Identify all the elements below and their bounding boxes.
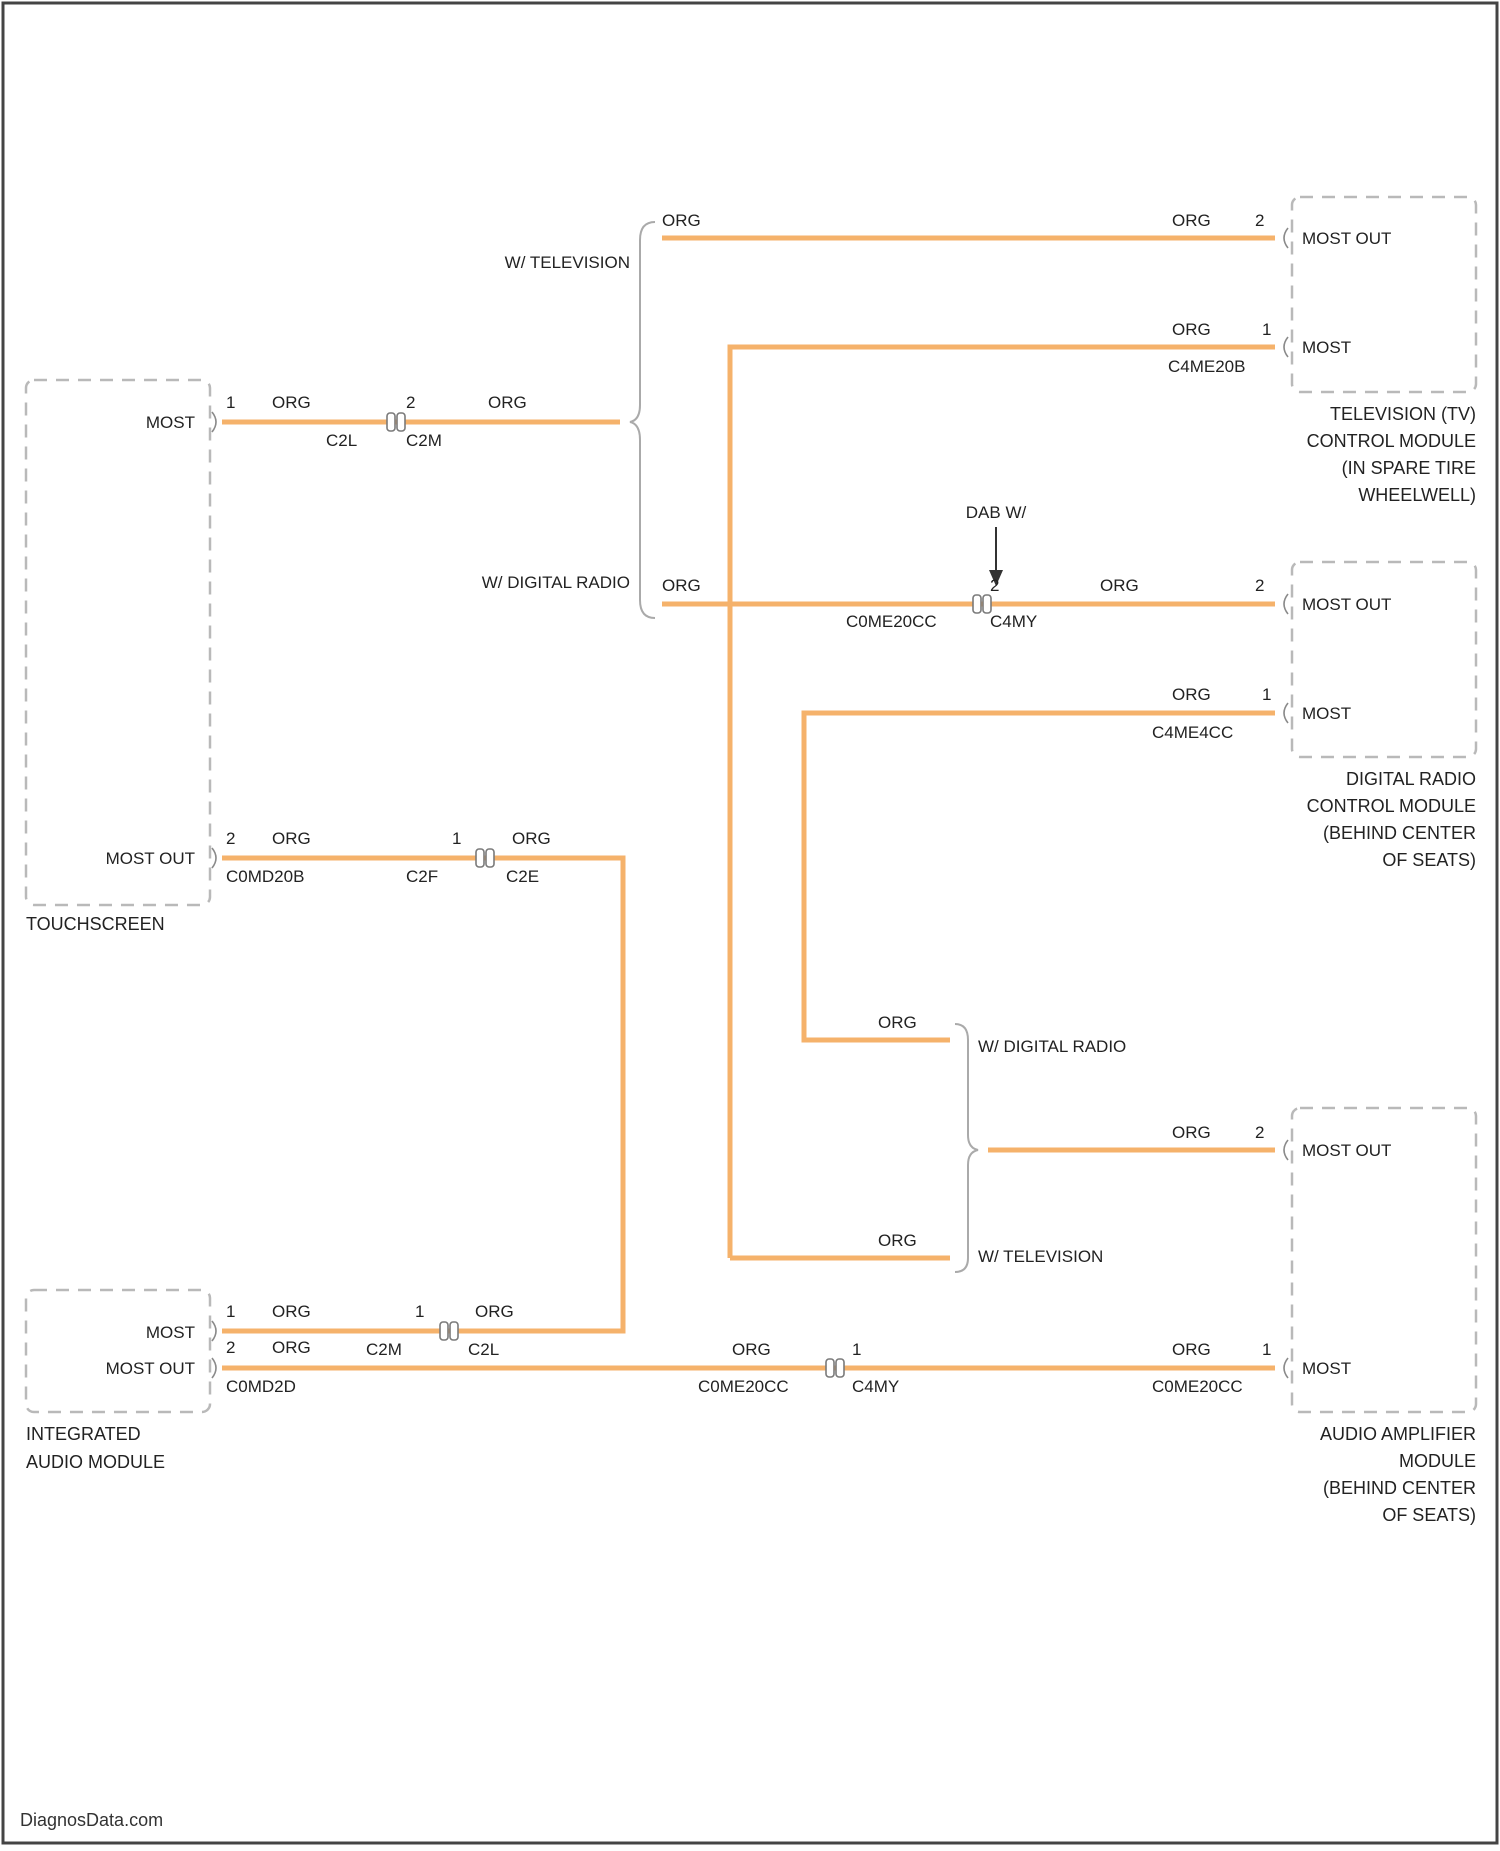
amp-name-line2: MODULE [1399, 1451, 1476, 1471]
wire-color-label: ORG [272, 1338, 311, 1357]
pin-number: 1 [226, 1302, 235, 1321]
connector-id: C4MY [852, 1377, 899, 1396]
wire-color-label: ORG [475, 1302, 514, 1321]
tv-name-line4: WHEELWELL) [1358, 485, 1476, 505]
wire-color-label: ORG [662, 211, 701, 230]
dab-name-line2: CONTROL MODULE [1307, 796, 1476, 816]
connector-id: C2F [406, 867, 438, 886]
connector-id: C2L [326, 431, 357, 450]
pin-number: 2 [406, 393, 415, 412]
dab-annotation: DAB W/ [966, 503, 1027, 522]
wire-color-label: ORG [512, 829, 551, 848]
pin-number: 2 [1255, 576, 1264, 595]
connector-id: C0ME20CC [846, 612, 937, 631]
wire-color-label: ORG [732, 1340, 771, 1359]
pin-number: 2 [1255, 211, 1264, 230]
connector-id: C2L [468, 1340, 499, 1359]
pin-number: 1 [415, 1302, 424, 1321]
pin-number: 1 [1262, 685, 1271, 704]
dab-name-line1: DIGITAL RADIO [1346, 769, 1476, 789]
connector-id: C4MY [990, 612, 1037, 631]
touchscreen-name: TOUCHSCREEN [26, 914, 165, 934]
dab-name-line4: OF SEATS) [1382, 850, 1476, 870]
pin-number: 2 [1255, 1123, 1264, 1142]
amp-name-line3: (BEHIND CENTER [1323, 1478, 1476, 1498]
wire-color-label: ORG [272, 393, 311, 412]
pin-number: 2 [226, 1338, 235, 1357]
tv-name-line3: (IN SPARE TIRE [1342, 458, 1476, 478]
tv-name-line2: CONTROL MODULE [1307, 431, 1476, 451]
wire-color-label: ORG [272, 829, 311, 848]
wires [222, 238, 1275, 1368]
wire-color-label: ORG [272, 1302, 311, 1321]
wire-dab-most[interactable] [804, 713, 1275, 1040]
wire-color-label: ORG [1172, 1123, 1211, 1142]
amp-pin-most-out: MOST OUT [1302, 1141, 1391, 1160]
connector-id: C2M [366, 1340, 402, 1359]
connector-id: C4ME4CC [1152, 723, 1233, 742]
amp-name-line4: OF SEATS) [1382, 1505, 1476, 1525]
wire-color-label: ORG [1172, 1340, 1211, 1359]
amp-pin-most: MOST [1302, 1359, 1351, 1378]
pin-number: 2 [990, 576, 999, 595]
wire-color-label: ORG [488, 393, 527, 412]
tv-name-line1: TELEVISION (TV) [1330, 404, 1476, 424]
upper-option-brace [630, 222, 655, 618]
wire-color-label: ORG [662, 576, 701, 595]
touchscreen-pin-most-out: MOST OUT [106, 849, 195, 868]
iam-name-line1: INTEGRATED [26, 1424, 141, 1444]
connector-id: C0MD2D [226, 1377, 296, 1396]
tv-pin-most-out: MOST OUT [1302, 229, 1391, 248]
tv-control-module-box[interactable] [1292, 197, 1476, 392]
wire-color-label: ORG [878, 1013, 917, 1032]
branch-upper-tv: W/ TELEVISION [505, 253, 630, 272]
pin-terminals [212, 228, 1288, 1378]
digital-radio-control-module-box[interactable] [1292, 562, 1476, 757]
iam-pin-most-out: MOST OUT [106, 1359, 195, 1378]
touchscreen-box[interactable] [26, 380, 210, 905]
dab-name-line3: (BEHIND CENTER [1323, 823, 1476, 843]
connector-id: C0ME20CC [1152, 1377, 1243, 1396]
pin-number: 1 [1262, 320, 1271, 339]
wire-touchscreen-most-out[interactable] [222, 858, 623, 1331]
connector-id: C2E [506, 867, 539, 886]
pin-number: 1 [226, 393, 235, 412]
branch-lower-tv: W/ TELEVISION [978, 1247, 1103, 1266]
wire-color-label: ORG [1100, 576, 1139, 595]
page-border [3, 3, 1497, 1843]
pin-number: 1 [852, 1340, 861, 1359]
wire-color-label: ORG [878, 1231, 917, 1250]
iam-pin-most: MOST [146, 1323, 195, 1342]
dab-pin-most: MOST [1302, 704, 1351, 723]
lower-option-brace [955, 1024, 978, 1272]
amp-name-line1: AUDIO AMPLIFIER [1320, 1424, 1476, 1444]
pin-number: 2 [226, 829, 235, 848]
tv-pin-most: MOST [1302, 338, 1351, 357]
connector-id: C4ME20B [1168, 357, 1245, 376]
integrated-audio-module-box[interactable] [26, 1290, 210, 1412]
branch-upper-dab: W/ DIGITAL RADIO [482, 573, 630, 592]
iam-name-line2: AUDIO MODULE [26, 1452, 165, 1472]
connector-id: C0ME20CC [698, 1377, 789, 1396]
connector-id: C0MD20B [226, 867, 304, 886]
wire-color-label: ORG [1172, 320, 1211, 339]
pin-number: 1 [452, 829, 461, 848]
branch-lower-dab: W/ DIGITAL RADIO [978, 1037, 1126, 1056]
watermark: DiagnosData.com [20, 1810, 163, 1830]
dab-pin-most-out: MOST OUT [1302, 595, 1391, 614]
wire-color-label: ORG [1172, 211, 1211, 230]
wire-color-label: ORG [1172, 685, 1211, 704]
connector-id: C2M [406, 431, 442, 450]
wire-tv-most[interactable] [730, 347, 1275, 1258]
touchscreen-pin-most: MOST [146, 413, 195, 432]
pin-number: 1 [1262, 1340, 1271, 1359]
